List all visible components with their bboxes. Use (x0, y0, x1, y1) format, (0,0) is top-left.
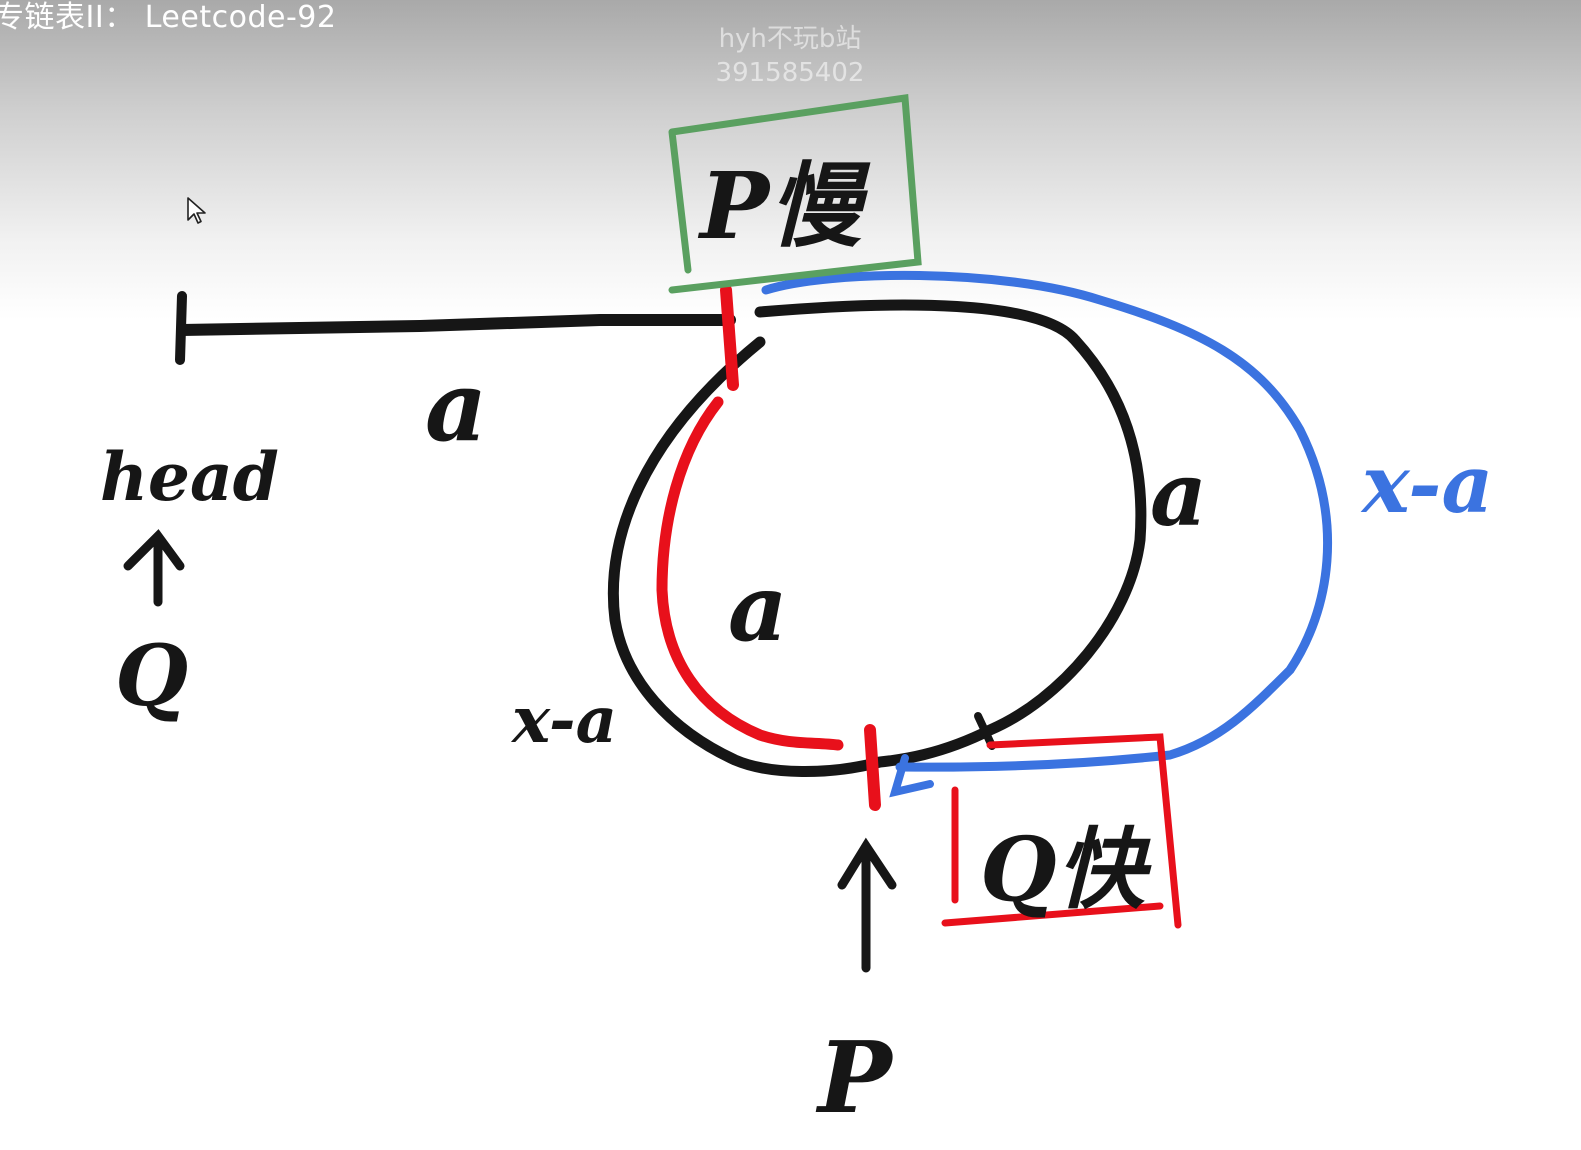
label-fast-box: Q快 (980, 817, 1153, 921)
label-segment-a: a (425, 350, 487, 463)
blue-hook (889, 754, 934, 798)
label-q-under-head: Q (115, 626, 188, 725)
label-p-bottom: P (815, 1021, 895, 1136)
slow-box-outline (668, 93, 922, 294)
watermark-line-1: hyh不玩b站 (718, 24, 862, 54)
list-segment-line (176, 314, 736, 336)
red-arc (656, 396, 844, 751)
video-title: 专链表II： Leetcode-92 (0, 0, 337, 35)
cycle-loop (607, 299, 1147, 777)
watermark: hyh不玩b站 391585402 (690, 22, 890, 90)
label-slow-box: P慢 (697, 152, 871, 260)
arrow-up-to-head (123, 529, 185, 607)
blue-outer-arc (761, 270, 1333, 772)
watermark-line-2: 391585402 (715, 58, 865, 88)
cycle-small-mark (974, 712, 996, 750)
arrow-up-to-meet (837, 837, 897, 973)
mouse-cursor-icon (187, 197, 206, 224)
label-head: head (100, 438, 279, 516)
video-top-shade (0, 0, 1581, 320)
entry-red-tick (720, 284, 739, 391)
head-tick (175, 291, 187, 365)
fast-box-outline (941, 733, 1182, 929)
label-ring-inner-a: a (728, 554, 788, 662)
meet-red-tick (864, 724, 881, 811)
label-ring-lower-left: x-a (510, 683, 617, 758)
label-ring-right-a: a (1150, 442, 1207, 546)
label-outer-blue: x-a (1360, 437, 1493, 531)
